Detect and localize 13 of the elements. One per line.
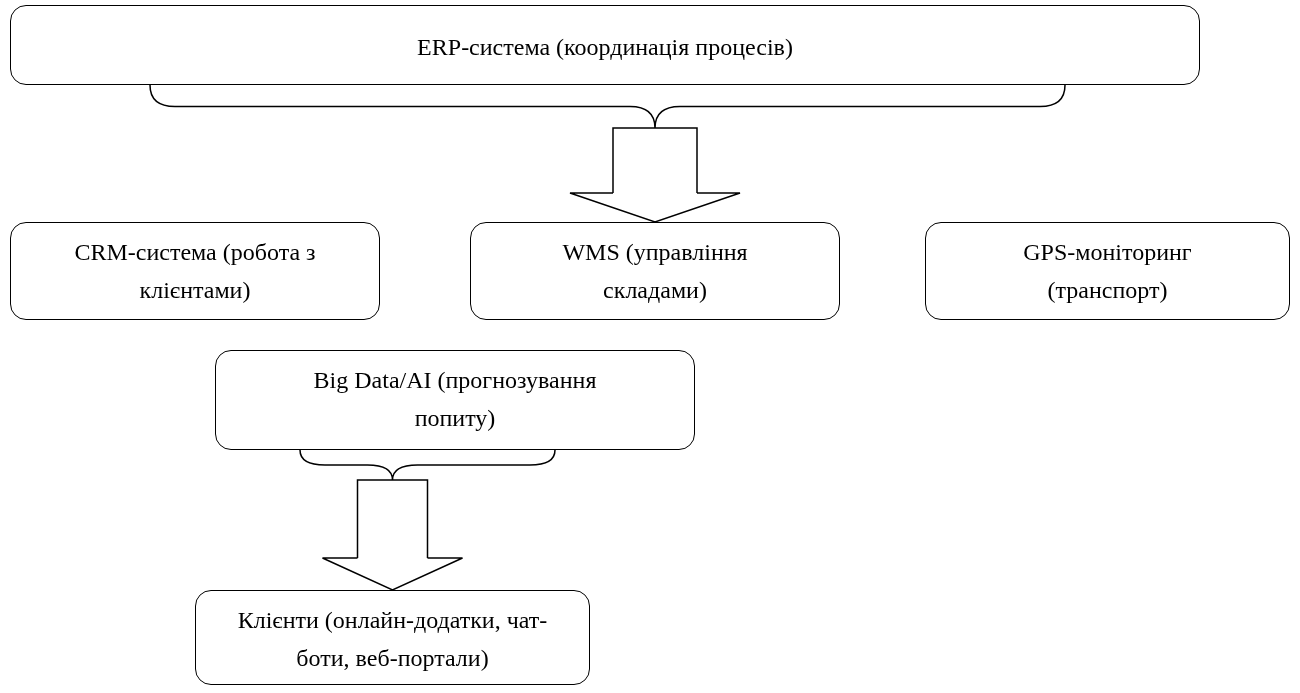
process-box: [195, 590, 590, 685]
box-label: CRM-система (робота з клієнтами): [74, 239, 316, 303]
block-arrow: [299, 449, 556, 591]
process-box: [470, 222, 840, 320]
box-label: Клієнти (онлайн-додатки, чат-боти, веб-портали): [237, 607, 548, 671]
box-label: Big Data/AI (прогнозування попиту): [313, 367, 597, 431]
box-label: ERP-система (координація процесів): [417, 34, 793, 60]
process-box: [10, 222, 380, 320]
process-box: [925, 222, 1290, 320]
box-label: WMS (управління складами): [562, 239, 748, 303]
process-box: [215, 350, 695, 450]
process-box: [10, 5, 1200, 85]
box-label: GPS-моніторинг (транспорт): [1023, 239, 1192, 303]
